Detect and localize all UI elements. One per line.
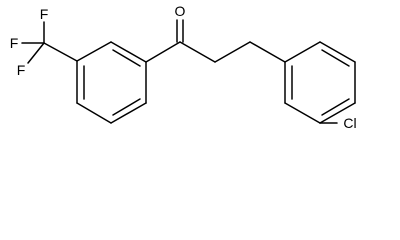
ring2-bond-4 bbox=[319, 102, 356, 124]
bond-cf3-ring bbox=[43, 42, 78, 62]
trifluoromethyl-group bbox=[21, 21, 78, 64]
ring1-double-2 bbox=[112, 98, 141, 116]
ring1-bond-5 bbox=[76, 102, 112, 124]
ring2-bond-2 bbox=[319, 41, 356, 63]
bond-chain-1 bbox=[179, 41, 216, 63]
atom-label-fluorine-top: F bbox=[40, 6, 49, 22]
ring1-bond-1 bbox=[76, 41, 112, 62]
atom-label-chlorine: Cl bbox=[343, 115, 356, 131]
left-benzene-ring bbox=[76, 41, 147, 124]
atom-label-oxygen: O bbox=[175, 3, 186, 19]
bond-c-f-bottom bbox=[27, 42, 45, 64]
atom-label-fluorine-bottom: F bbox=[17, 62, 26, 78]
ring1-double-1 bbox=[112, 49, 141, 67]
ring2-bond-1 bbox=[284, 41, 321, 63]
bond-chain-2 bbox=[214, 41, 251, 63]
ring2-bond-5 bbox=[284, 102, 321, 124]
ring2-double-1 bbox=[321, 49, 350, 67]
atom-label-fluorine-left: F bbox=[10, 35, 19, 51]
ring1-bond-4 bbox=[110, 102, 147, 124]
right-benzene-ring bbox=[284, 41, 356, 124]
molecule-structure-diagram: F F F O Cl bbox=[10, 3, 357, 131]
ring1-bond-2 bbox=[110, 41, 147, 63]
ring2-double-2 bbox=[321, 98, 350, 116]
propanone-chain bbox=[145, 19, 286, 63]
bond-ring-carbonyl bbox=[145, 41, 181, 63]
bond-chain-ring2 bbox=[249, 41, 286, 63]
